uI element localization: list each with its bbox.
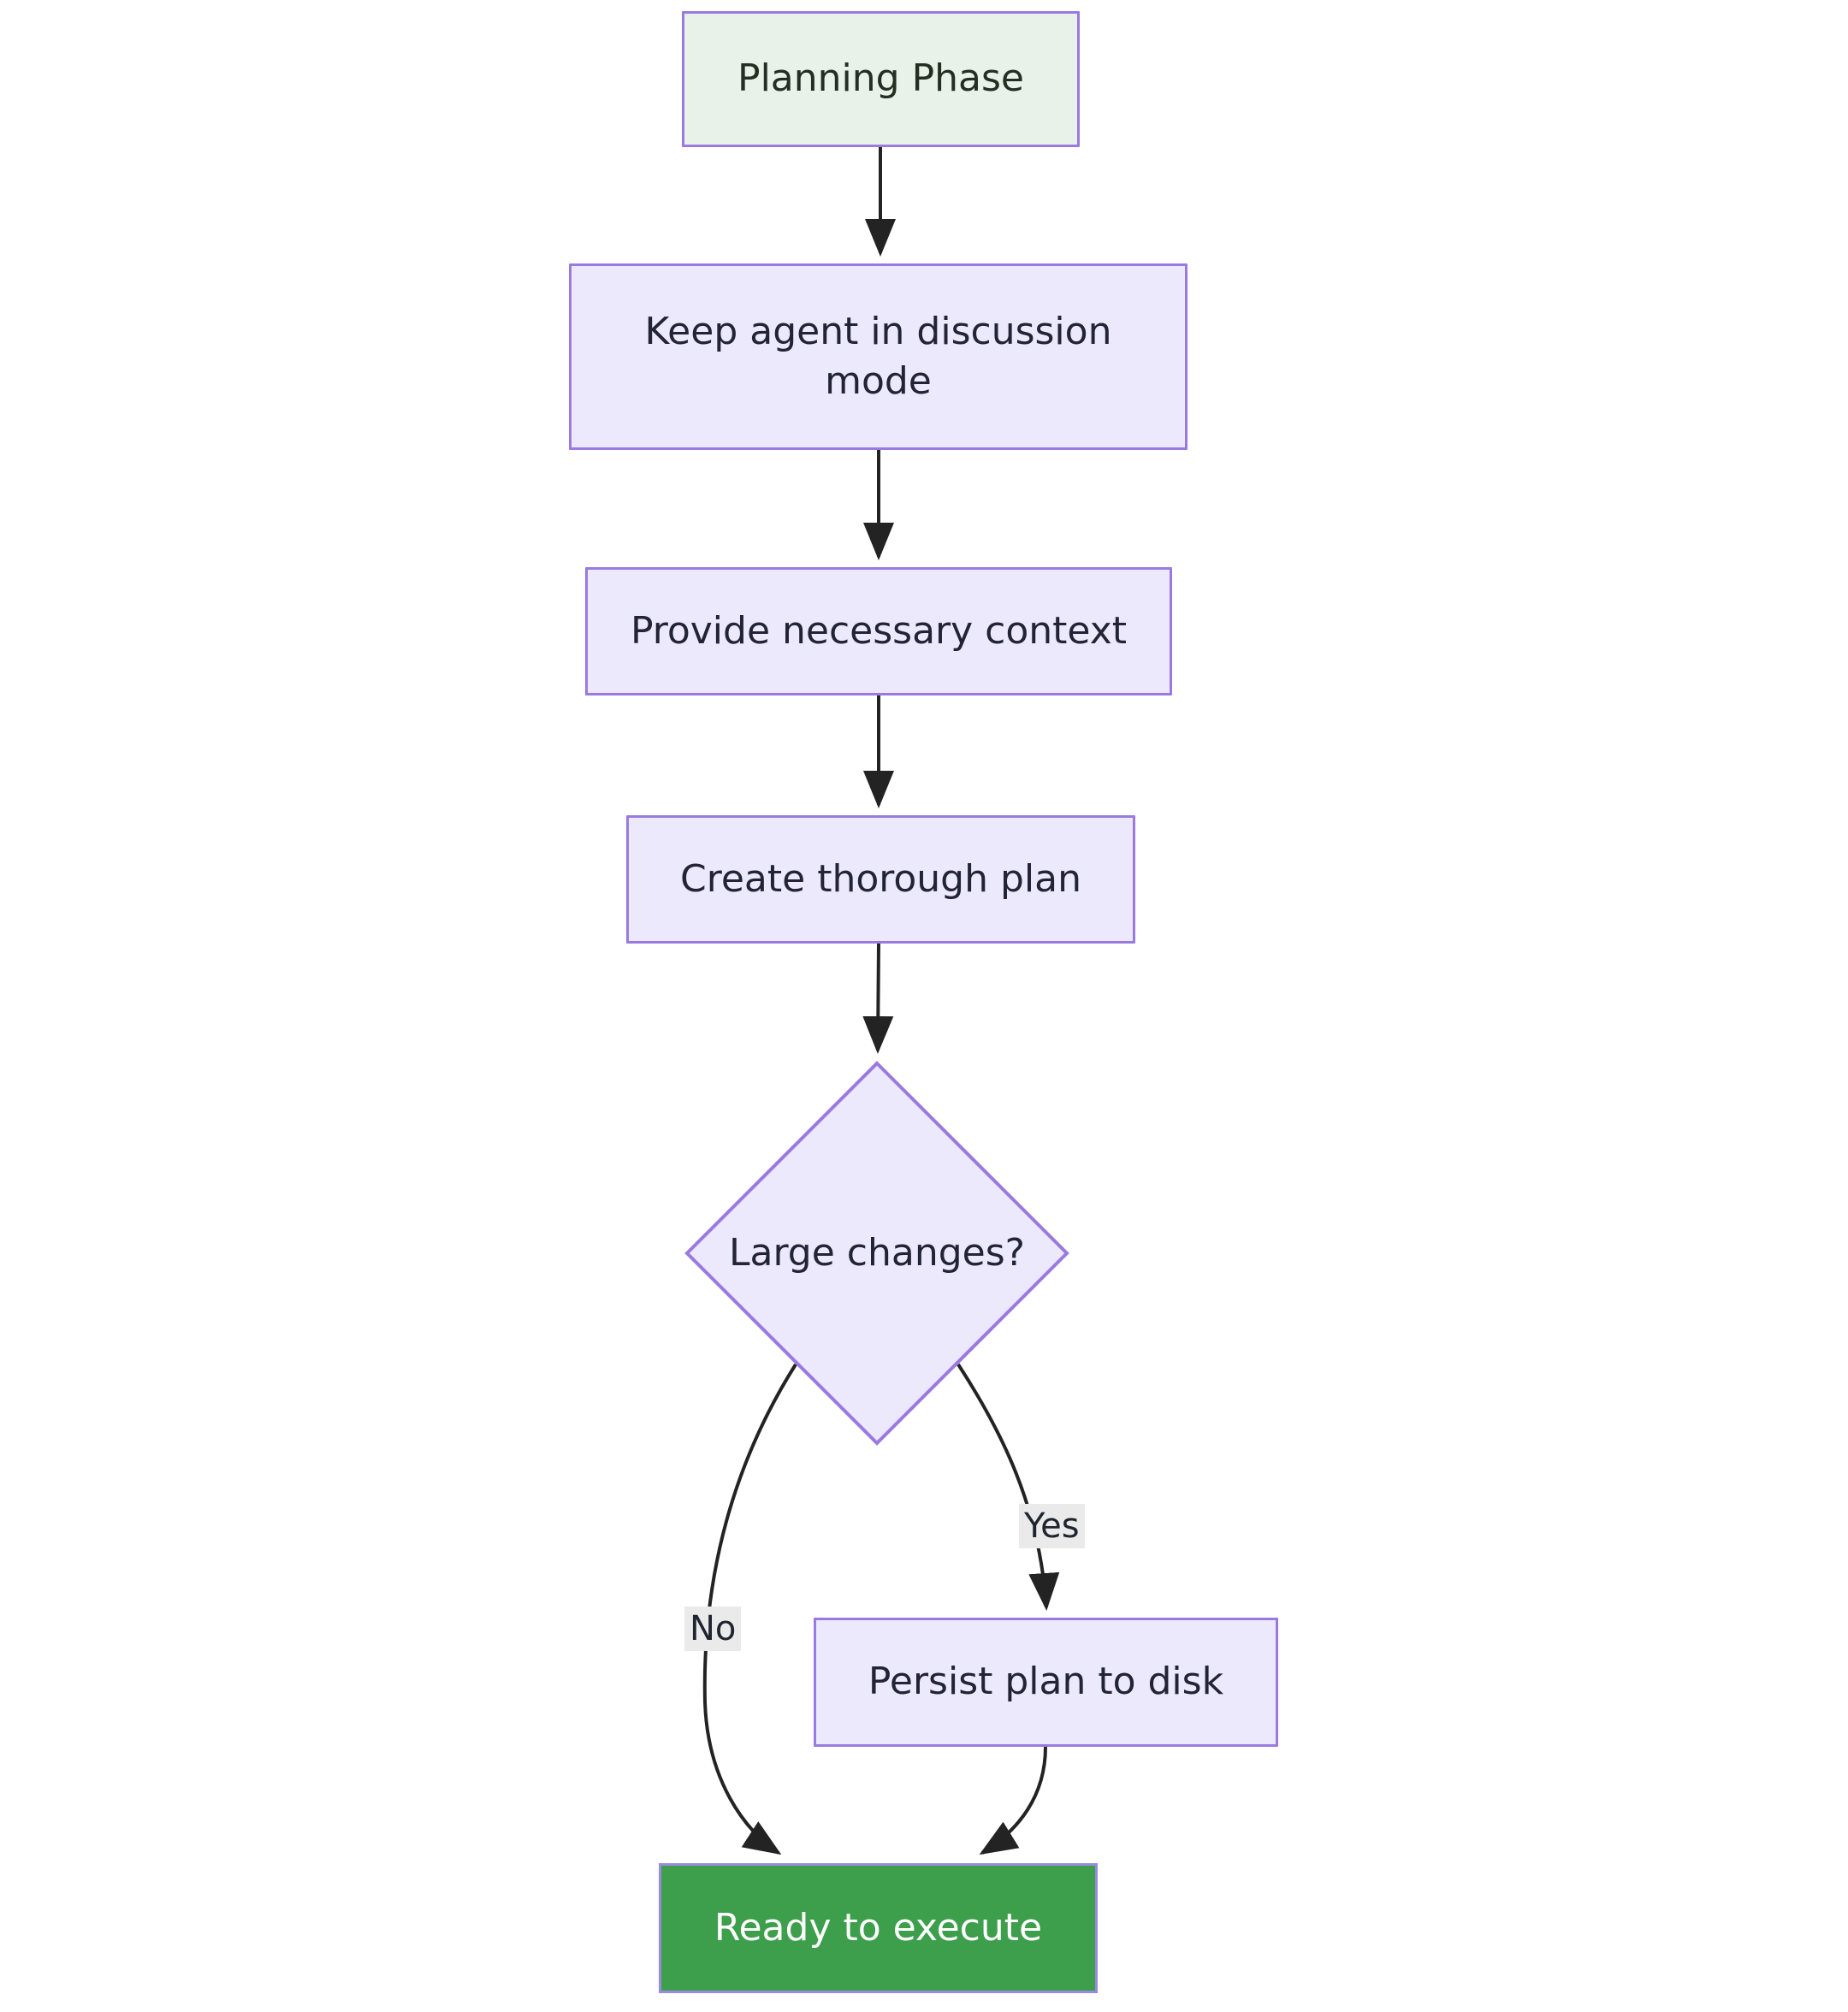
- node-create-thorough-plan[interactable]: Create thorough plan: [626, 815, 1135, 944]
- node-keep-agent-in-discussion-mode[interactable]: Keep agent in discussion mode: [569, 263, 1188, 450]
- node-ready-to-execute-label: Ready to execute: [714, 1905, 1043, 1950]
- node-planning-phase[interactable]: Planning Phase: [682, 11, 1080, 147]
- node-provide-necessary-context-label: Provide necessary context: [630, 608, 1128, 653]
- node-provide-necessary-context[interactable]: Provide necessary context: [585, 567, 1172, 695]
- edge-label-yes: Yes: [1019, 1504, 1085, 1548]
- edge-label-no: No: [684, 1607, 742, 1651]
- node-large-changes-decision[interactable]: Large changes?: [684, 1061, 1069, 1446]
- node-keep-agent-in-discussion-mode-label: Keep agent in discussion mode: [644, 309, 1112, 403]
- node-persist-plan-to-disk[interactable]: Persist plan to disk: [814, 1618, 1278, 1747]
- edge-persist-to-ready: [979, 1746, 1047, 1855]
- diamond-shape-icon: [684, 1061, 1069, 1446]
- node-planning-phase-label: Planning Phase: [737, 56, 1024, 101]
- node-persist-plan-to-disk-label: Persist plan to disk: [868, 1660, 1224, 1704]
- node-large-changes-decision-label: Large changes?: [729, 1230, 1025, 1275]
- node-ready-to-execute[interactable]: Ready to execute: [659, 1863, 1098, 1993]
- edge-plan-to-decision: [862, 943, 894, 1054]
- node-create-thorough-plan-label: Create thorough plan: [680, 856, 1081, 901]
